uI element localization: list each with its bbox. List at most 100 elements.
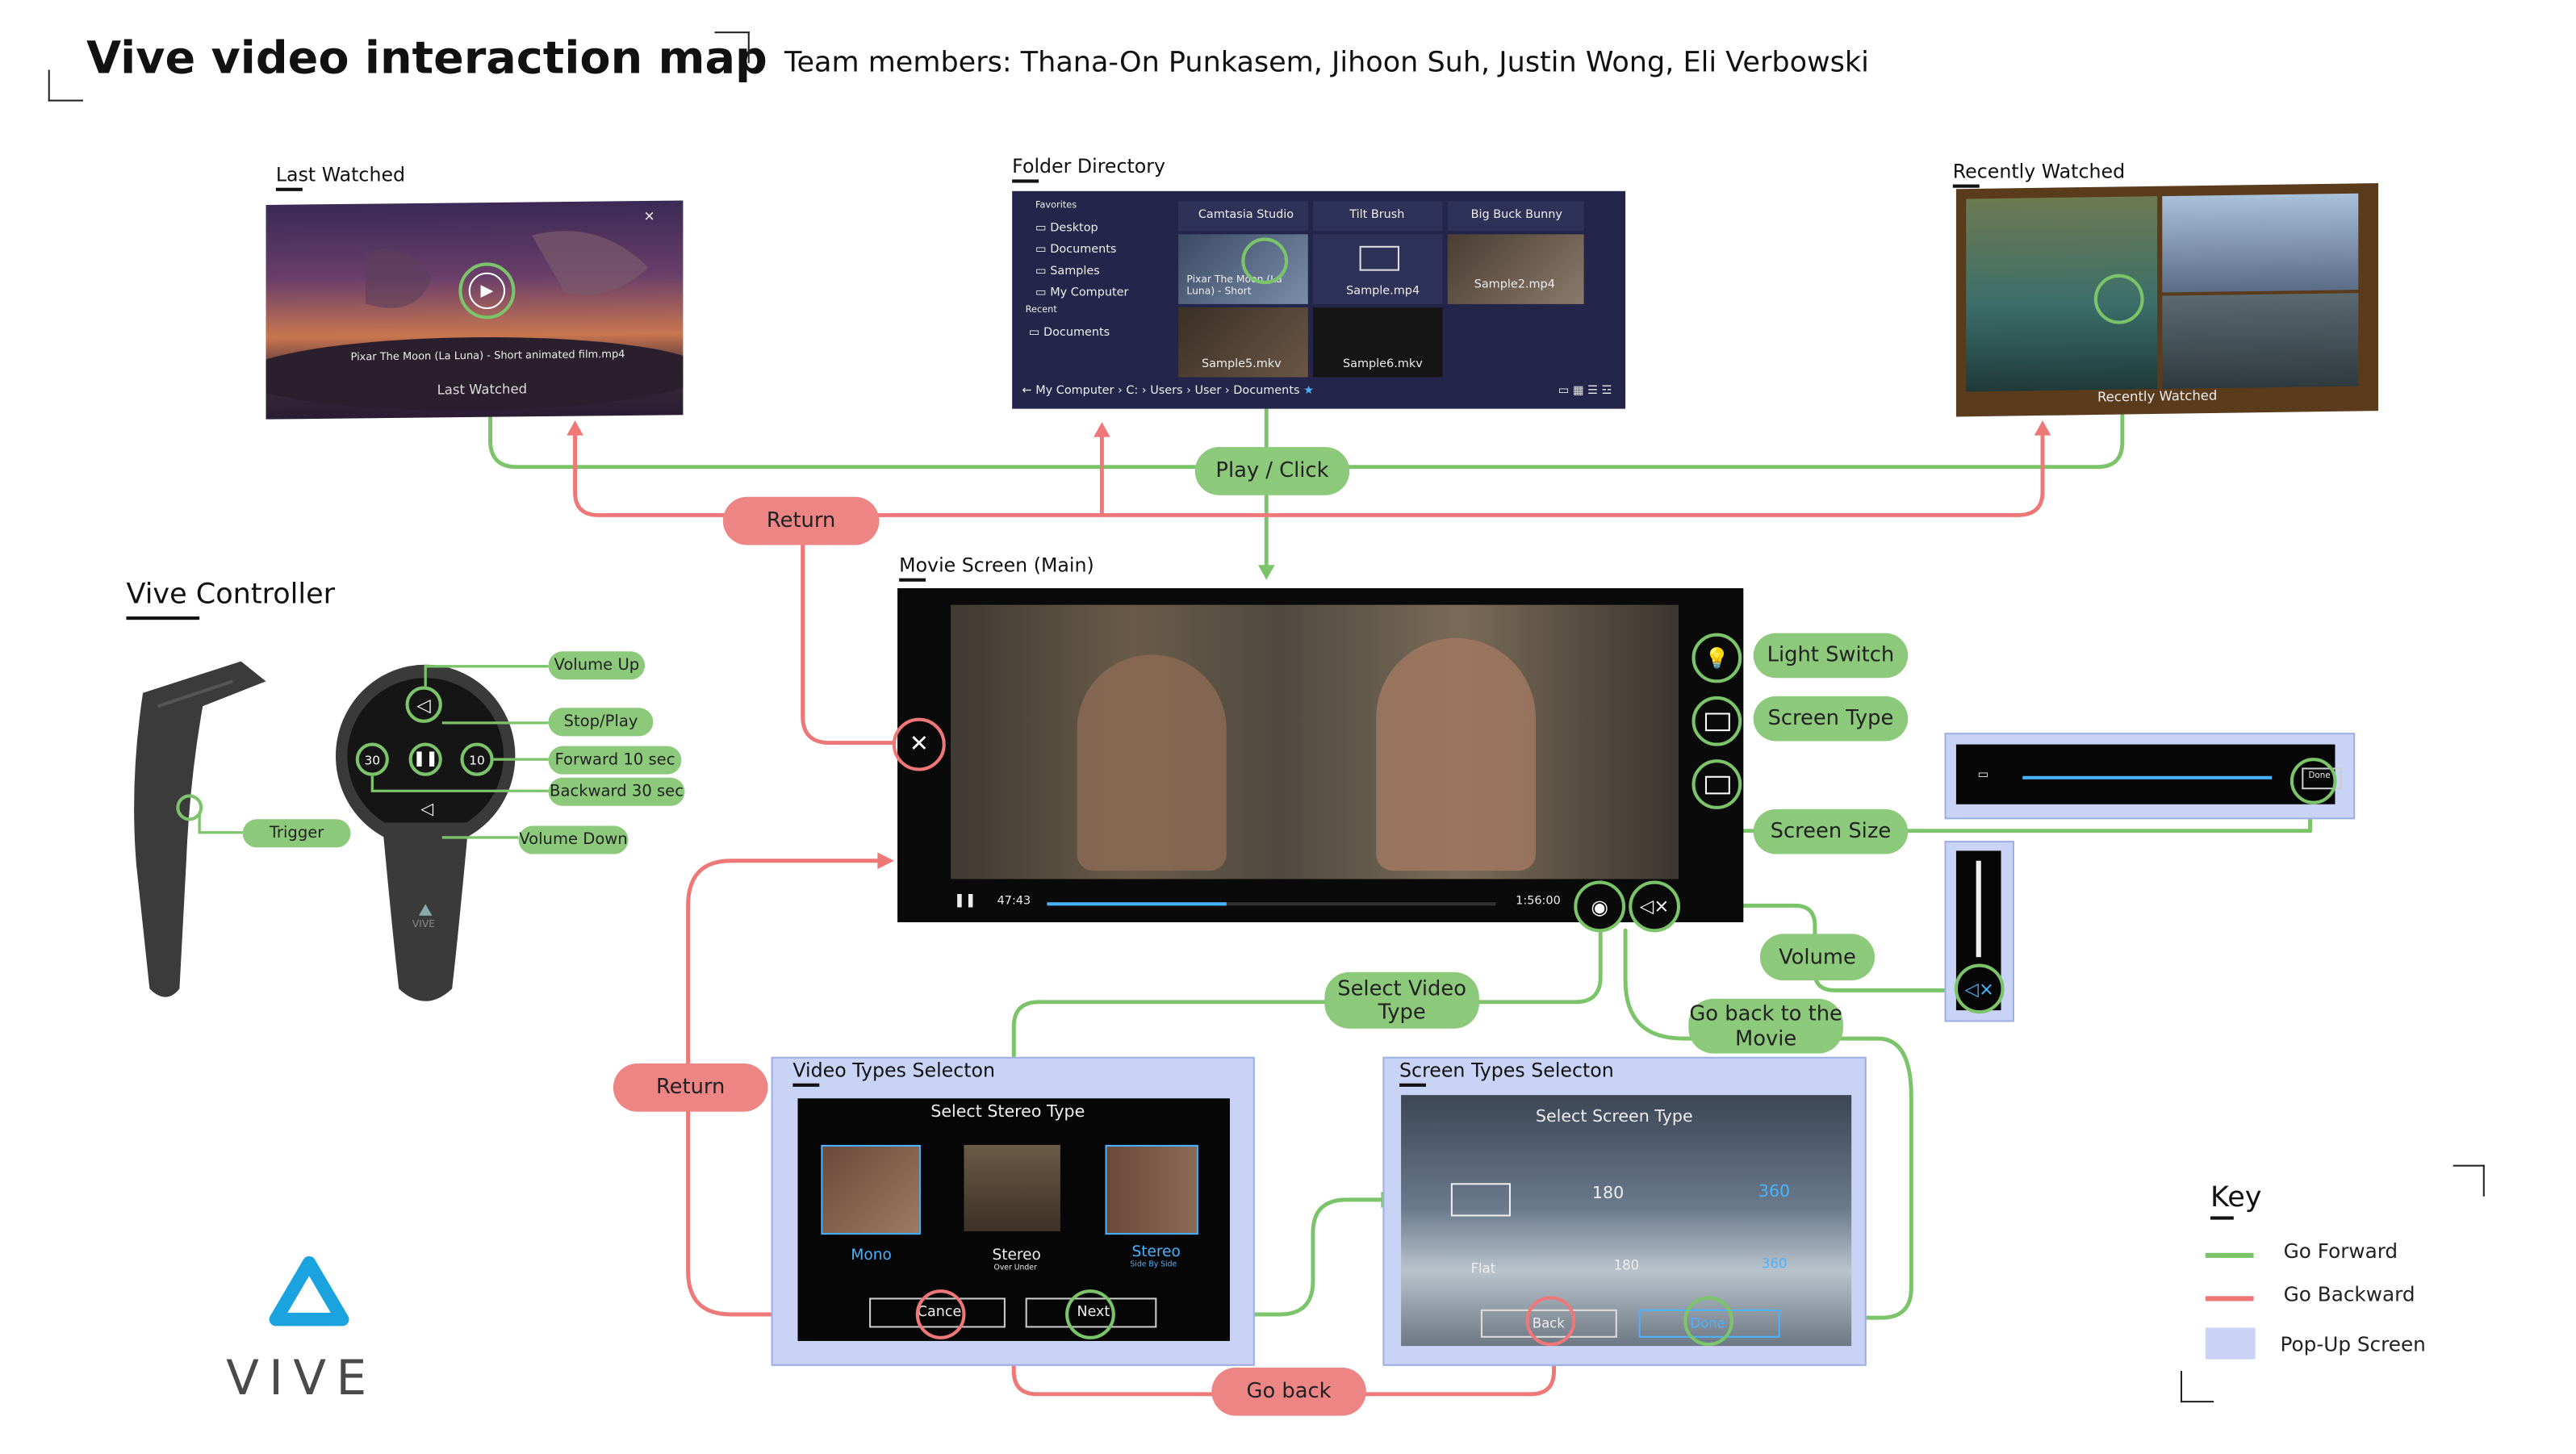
volume-slider[interactable] — [1976, 860, 1981, 958]
stereo-side-by-side-label: Stereo — [1131, 1244, 1181, 1262]
file-select-highlight[interactable] — [1241, 237, 1289, 285]
sidebar-recent: Recent — [1025, 305, 1057, 316]
folder-directory-screen[interactable]: Favorites ▭ Desktop ▭ Documents ▭ Sample… — [1012, 190, 1626, 409]
volume-icon[interactable]: ◁× — [1629, 880, 1681, 933]
team-members: Team members: Thana-On Punkasem, Jihoon … — [784, 46, 1869, 80]
pause-icon[interactable]: ❚❚ — [954, 892, 976, 908]
trigger-label: Trigger — [242, 819, 351, 848]
play-click-action: Play / Click — [1194, 446, 1350, 495]
backward-30-label: Backward 30 sec — [548, 777, 685, 806]
sidebar-favorites: Favorites — [1035, 201, 1077, 211]
video-types-screen: Select Stereo Type Mono Stereo Over Unde… — [797, 1098, 1230, 1341]
size-slider[interactable] — [2022, 775, 2273, 779]
go-forward-swatch — [2205, 1252, 2254, 1258]
file-tile[interactable]: Tilt Brush — [1312, 201, 1443, 232]
view-mode-icons[interactable]: ▭ ▦ ☰ ☲ — [1558, 383, 1612, 398]
mono-label: Mono — [851, 1247, 892, 1265]
sidebar-item-samples[interactable]: ▭ Samples — [1035, 264, 1100, 278]
mono-thumbnail[interactable] — [821, 1144, 921, 1235]
character-left — [1077, 654, 1227, 871]
select-thumbnail-highlight[interactable] — [2093, 274, 2144, 324]
page-title: Vive video interaction map — [86, 33, 767, 86]
stereo-over-under-label: Stereo — [992, 1247, 1041, 1265]
last-watched-label: Last Watched — [275, 162, 406, 186]
progress-bar[interactable] — [1047, 902, 1496, 906]
done-highlight[interactable] — [1683, 1296, 1733, 1347]
label-underline — [1012, 179, 1039, 182]
pop-up-screen-label: Pop-Up Screen — [2280, 1332, 2426, 1356]
screen-type-icon[interactable] — [1692, 696, 1742, 746]
close-movie-button[interactable]: ✕ — [892, 717, 946, 771]
360-icon[interactable]: 360 — [1758, 1183, 1791, 1201]
film-icon — [1359, 245, 1400, 271]
side-by-side-thumbnail[interactable] — [1105, 1144, 1198, 1235]
return-action-top: Return — [722, 496, 880, 545]
movie-screen[interactable]: ❚❚ 47:43 1:56:00 — [897, 588, 1744, 922]
180-label: 180 — [1613, 1257, 1640, 1273]
video-types-popup: Video Types Selecton Select Stereo Type … — [771, 1056, 1255, 1366]
sidebar-item-documents[interactable]: ▭ Documents — [1035, 242, 1117, 257]
go-back-to-movie-label: Go back to the Movie — [1688, 998, 1843, 1054]
screen-type-label: Screen Type — [1753, 696, 1909, 742]
file-tile[interactable]: Sample.mp4 — [1312, 234, 1443, 304]
stereo-over-under-sub: Over Under — [993, 1264, 1037, 1273]
label-underline — [1399, 1083, 1426, 1086]
stop-play-label: Stop/Play — [548, 708, 654, 737]
play-icon[interactable]: ▶ — [458, 262, 516, 320]
cancel-highlight[interactable] — [915, 1289, 966, 1339]
label-underline — [126, 616, 200, 620]
vive-logo-wordmark: VIVE — [226, 1349, 377, 1406]
volume-up-icon[interactable]: ◁ — [405, 686, 442, 723]
flat-label: Flat — [1470, 1261, 1496, 1276]
volume-down-label: Volume Down — [518, 825, 629, 854]
path-breadcrumb[interactable]: ← My Computer › C: › Users › User › Docu… — [1022, 383, 1315, 398]
go-backward-swatch — [2205, 1296, 2254, 1301]
360-label: 360 — [1761, 1256, 1788, 1272]
light-switch-label: Light Switch — [1753, 633, 1909, 679]
back-highlight[interactable] — [1525, 1296, 1576, 1347]
volume-up-label: Volume Up — [548, 651, 646, 680]
title-bracket-left — [48, 69, 83, 102]
character-right — [1376, 637, 1536, 871]
moon-scene-art — [266, 231, 684, 411]
sidebar-item-documents-recent[interactable]: ▭ Documents — [1028, 325, 1110, 340]
flat-screen-icon[interactable] — [1450, 1183, 1511, 1217]
label-underline — [792, 1083, 820, 1086]
mute-icon[interactable]: ◁× — [1954, 963, 2005, 1014]
screen-size-bar: ▭ Done — [1955, 744, 2342, 804]
volume-down-icon[interactable]: ◁ — [420, 800, 434, 819]
file-tile[interactable]: Sample6.mkv — [1312, 307, 1443, 378]
key-bracket-top — [2453, 1164, 2485, 1197]
light-switch-icon[interactable]: 💡 — [1692, 633, 1742, 683]
key-bracket-bottom — [2180, 1371, 2214, 1403]
file-tile[interactable]: Sample5.mkv — [1178, 307, 1308, 378]
forward-10-label: Forward 10 sec — [548, 746, 682, 775]
return-action-left: Return — [613, 1063, 768, 1112]
file-tile[interactable]: Big Buck Bunny — [1447, 201, 1584, 232]
file-tile[interactable]: Sample2.mp4 — [1447, 234, 1584, 304]
controller-brand: VIVE — [412, 918, 436, 931]
180-icon[interactable]: 180 — [1591, 1185, 1625, 1204]
video-type-icon[interactable]: ◉ — [1574, 880, 1626, 933]
screen-size-icon[interactable] — [1692, 759, 1742, 809]
sidebar-item-desktop[interactable]: ▭ Desktop — [1035, 220, 1098, 235]
screen-types-popup: Screen Types Selecton Select Screen Type… — [1382, 1056, 1867, 1366]
title-bracket-right — [714, 31, 750, 64]
forward-10-icon[interactable]: 10 — [460, 742, 494, 776]
movie-frame — [950, 604, 1679, 880]
screen-size-done-highlight[interactable] — [2290, 758, 2337, 804]
go-backward-label: Go Backward — [2283, 1282, 2415, 1306]
file-tile[interactable]: Camtasia Studio — [1178, 201, 1308, 232]
label-underline — [1952, 184, 1980, 187]
stop-play-icon[interactable]: ❚❚ — [408, 742, 442, 776]
screen-size-icon-small: ▭ — [1977, 767, 1989, 781]
trigger-highlight[interactable] — [176, 794, 203, 821]
backward-30-icon[interactable]: 30 — [355, 742, 389, 776]
label-underline — [899, 578, 926, 581]
recently-watched-label: Recently Watched — [1952, 159, 2126, 183]
over-under-thumbnail[interactable] — [964, 1144, 1060, 1232]
sidebar-item-my-computer[interactable]: ▭ My Computer — [1035, 286, 1129, 299]
next-highlight[interactable] — [1065, 1289, 1115, 1339]
last-watched-screen[interactable]: ✕ Pixar The Moon (La Luna) - Short anima… — [266, 200, 684, 420]
